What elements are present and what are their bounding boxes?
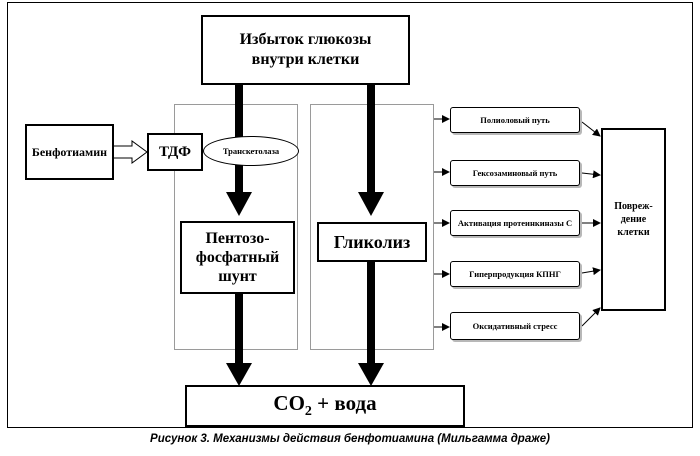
diagram-frame — [7, 2, 693, 428]
excess-glucose-label: Избыток глюкозы внутри клетки — [239, 31, 372, 68]
pathway-box-pkc: Активация протеинкиназы С — [450, 210, 580, 236]
tdf-label: ТДФ — [158, 143, 192, 160]
pathway-box-polyol: Полиоловый путь — [450, 107, 580, 133]
transketolase-label: Транскетолаза — [222, 146, 280, 156]
glycolysis-box: Гликолиз — [317, 222, 427, 262]
transketolase-ellipse: Транскетолаза — [203, 136, 299, 166]
co2-suffix: + вода — [311, 391, 377, 416]
co2-prefix: CO — [273, 391, 305, 416]
pathway-label: Полиоловый путь — [480, 115, 550, 125]
pathway-box-hexosamine: Гексозаминовый путь — [450, 160, 580, 186]
arrow-shaft-right-bottom — [367, 261, 375, 365]
pathway-label: Гиперпродукция КПНГ — [469, 269, 561, 279]
pathway-label: Активация протеинкиназы С — [457, 218, 573, 228]
benfotiamine-box: Бенфотиамин — [25, 124, 114, 180]
excess-glucose-box: Избыток глюкозы внутри клетки — [201, 15, 410, 85]
cell-damage-label: Повреж- дение клетки — [614, 201, 653, 238]
tdf-box: ТДФ — [147, 133, 203, 171]
arrow-shaft-right-top — [367, 84, 375, 194]
arrow-head-left-bottom — [226, 363, 252, 386]
pentose-shunt-label: Пентозо- фосфатный шунт — [195, 230, 280, 285]
pathway-arrows — [434, 115, 601, 331]
arrow-head-right-bottom — [358, 363, 384, 386]
cell-damage-box: Повреж- дение клетки — [601, 128, 666, 311]
benfotiamine-label: Бенфотиамин — [31, 144, 108, 159]
pathway-box-oxidative: Оксидативный стресс — [450, 312, 580, 340]
arrow-shaft-left-bottom — [235, 293, 243, 365]
arrow-head-left-top — [226, 192, 252, 216]
co2-subscript: 2 — [304, 404, 312, 420]
pentose-shunt-box: Пентозо- фосфатный шунт — [180, 221, 295, 294]
arrow-head-right-top — [358, 192, 384, 216]
hollow-arrow — [112, 140, 148, 164]
glycolysis-label: Гликолиз — [333, 231, 411, 252]
co2-water-box: CO2 + вода — [185, 385, 465, 427]
pathway-label: Гексозаминовый путь — [472, 168, 558, 178]
co2-water-label: CO2 + вода — [273, 391, 376, 420]
figure-caption: Рисунок 3. Механизмы действия бенфотиами… — [150, 433, 550, 445]
pathway-label: Оксидативный стресс — [472, 321, 558, 331]
pathway-box-age: Гиперпродукция КПНГ — [450, 261, 580, 287]
